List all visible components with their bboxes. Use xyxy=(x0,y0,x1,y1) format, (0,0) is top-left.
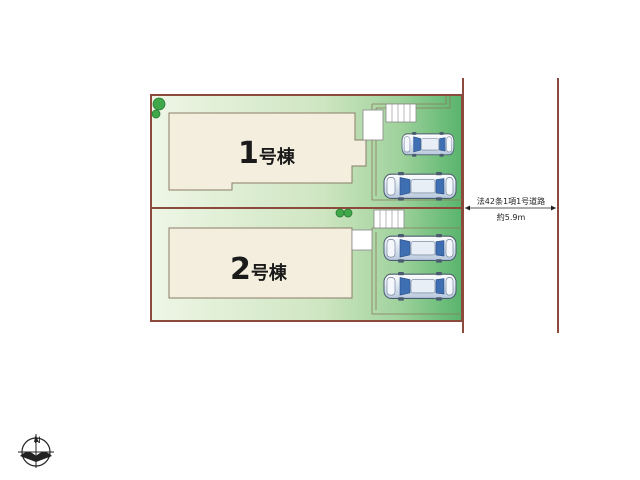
compass-north-letter: N xyxy=(34,436,41,446)
lot-1-label: 1号棟 xyxy=(238,136,296,171)
compass-icon: N xyxy=(18,434,54,468)
lot-2-entry-stairs xyxy=(351,209,405,251)
road-annotation: 法42条1項1号道路 約5.9m xyxy=(465,196,556,222)
car-icon xyxy=(383,271,457,302)
lot-1-entry-stairs xyxy=(362,103,417,141)
lot-1: 1号棟 xyxy=(150,94,463,209)
car-icon xyxy=(383,171,457,202)
lot-2: 2号棟 xyxy=(150,207,463,322)
car-icon xyxy=(383,233,457,264)
lot-1-building xyxy=(168,112,367,191)
lot-1-path xyxy=(371,96,462,201)
road-type-label: 法42条1項1号道路 xyxy=(477,196,545,206)
lot-2-building xyxy=(168,227,353,299)
lot-2-label: 2号棟 xyxy=(230,252,288,287)
tree-icon xyxy=(151,97,166,119)
road-width-label: 約5.9m xyxy=(497,212,526,222)
car-icon xyxy=(401,131,455,158)
tree-icon xyxy=(335,208,353,218)
